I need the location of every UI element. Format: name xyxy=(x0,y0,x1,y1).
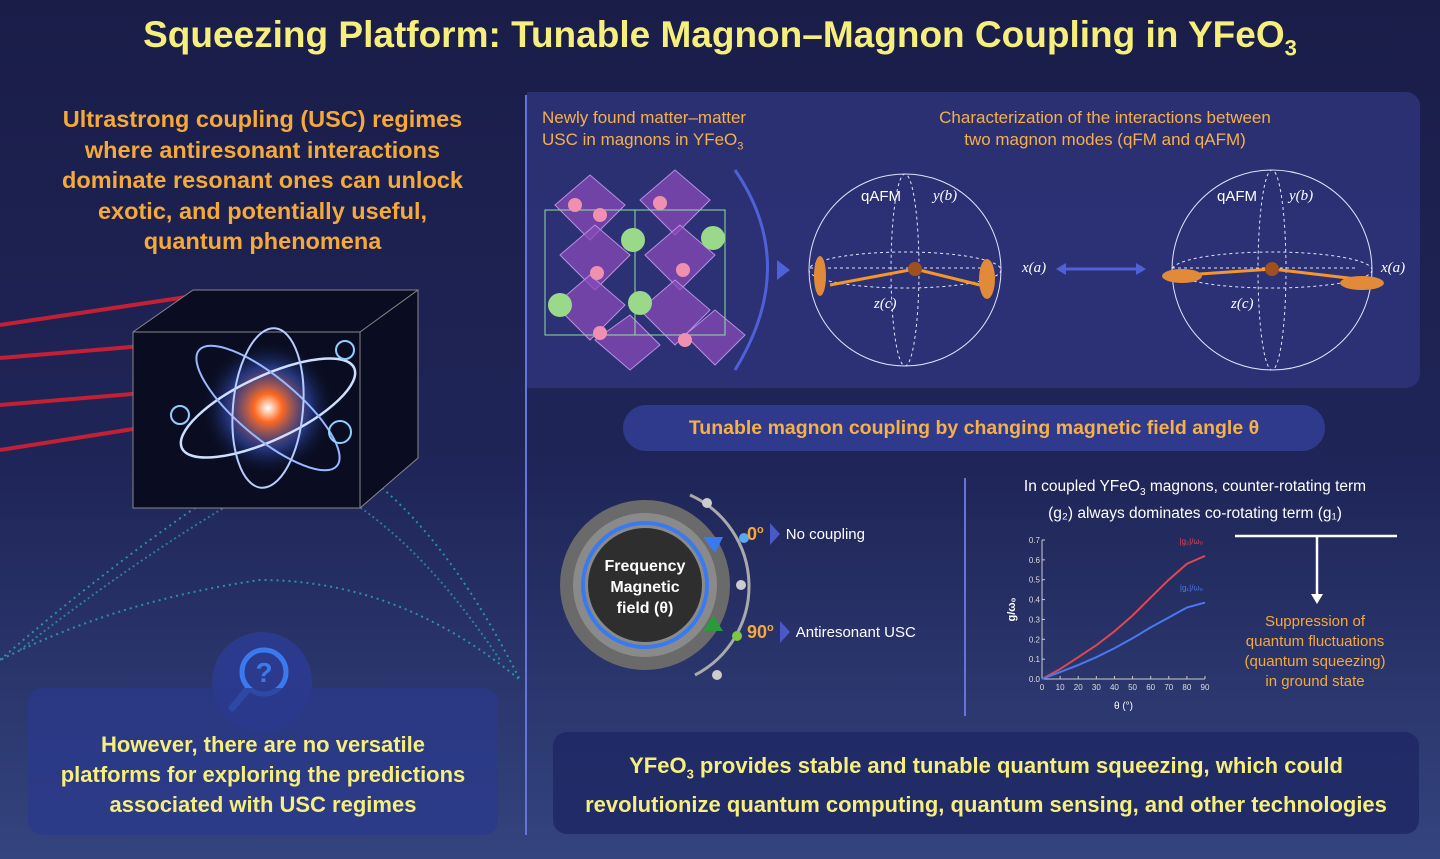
conclusion-arrow xyxy=(1235,534,1397,604)
sphere2-y-label: y(b) xyxy=(1289,188,1314,204)
sphere2-x-label: x(a) xyxy=(1381,260,1406,276)
y-tick-label: 0.6 xyxy=(1029,556,1041,565)
y-tick-label: 0.0 xyxy=(1029,675,1041,684)
sphere2-z-label: z(c) xyxy=(1231,296,1254,312)
x-tick-label: 0 xyxy=(1040,683,1045,692)
sphere2-mode-label: qAFM xyxy=(1217,188,1258,205)
y-tick-label: 0.7 xyxy=(1029,536,1041,545)
column-divider xyxy=(525,95,527,835)
dial-item-0deg: 0o No coupling xyxy=(747,523,865,545)
series-line-1 xyxy=(1041,601,1206,680)
y-tick-label: 0.3 xyxy=(1029,615,1041,624)
svg-text:?: ? xyxy=(255,657,272,688)
y-tick-label: 0.1 xyxy=(1029,655,1041,664)
x-tick-label: 90 xyxy=(1201,683,1210,692)
summary-box: YFeO3 provides stable and tunable quantu… xyxy=(553,732,1419,834)
field-angle-dial xyxy=(560,493,751,680)
quantum-cube-illustration xyxy=(0,289,521,681)
series-line-0 xyxy=(1041,554,1206,680)
x-tick-label: 80 xyxy=(1182,683,1191,692)
x-axis-label: θ (°) xyxy=(1114,701,1133,712)
x-tick-label: 30 xyxy=(1092,683,1101,692)
chart-heading: In coupled YFeO3 magnons, counter-rotati… xyxy=(1023,478,1367,523)
sphere1-mode-label: qAFM xyxy=(861,188,902,205)
y-axis-label: g/ω₀ xyxy=(1006,597,1018,621)
y-tick-label: 0.5 xyxy=(1029,576,1041,585)
x-tick-label: 20 xyxy=(1074,683,1083,692)
x-tick-label: 70 xyxy=(1164,683,1173,692)
yfeo3-crystal-illustration xyxy=(544,169,790,371)
x-tick-label: 50 xyxy=(1128,683,1137,692)
page-title: Squeezing Platform: Tunable Magnon–Magno… xyxy=(143,14,1297,61)
y-tick-label: 0.4 xyxy=(1029,596,1041,605)
pointer-icon xyxy=(769,523,780,545)
sphere1-z-label: z(c) xyxy=(874,296,897,312)
crystal-heading: Newly found matter–matter USC in magnons… xyxy=(542,108,747,153)
sphere1-y-label: y(b) xyxy=(933,188,958,204)
x-tick-label: 40 xyxy=(1110,683,1119,692)
tunable-coupling-banner: Tunable magnon coupling by changing magn… xyxy=(623,405,1325,451)
series-label-1: |g₁|/ω₀ xyxy=(1180,584,1203,593)
magnon-spheres-diagram xyxy=(808,169,1384,371)
pointer-icon xyxy=(779,621,790,643)
coupling-chart: 0 10 20 30 40 50 60 70 80 90 0.0 0.1 0.2 0.3 0.4 0.5 0.6… xyxy=(1006,536,1210,712)
sphere1-x-label: x(a) xyxy=(1022,260,1047,276)
dial-item-90deg: 90o Antiresonant USC xyxy=(747,621,916,643)
section-divider xyxy=(964,478,966,716)
y-tick-label: 0.2 xyxy=(1029,635,1041,644)
x-tick-label: 60 xyxy=(1146,683,1155,692)
characterization-heading: Characterization of the interactions bet… xyxy=(939,108,1271,149)
x-tick-label: 10 xyxy=(1056,683,1065,692)
series-label-0: |g₂|/ω₀ xyxy=(1180,537,1204,546)
